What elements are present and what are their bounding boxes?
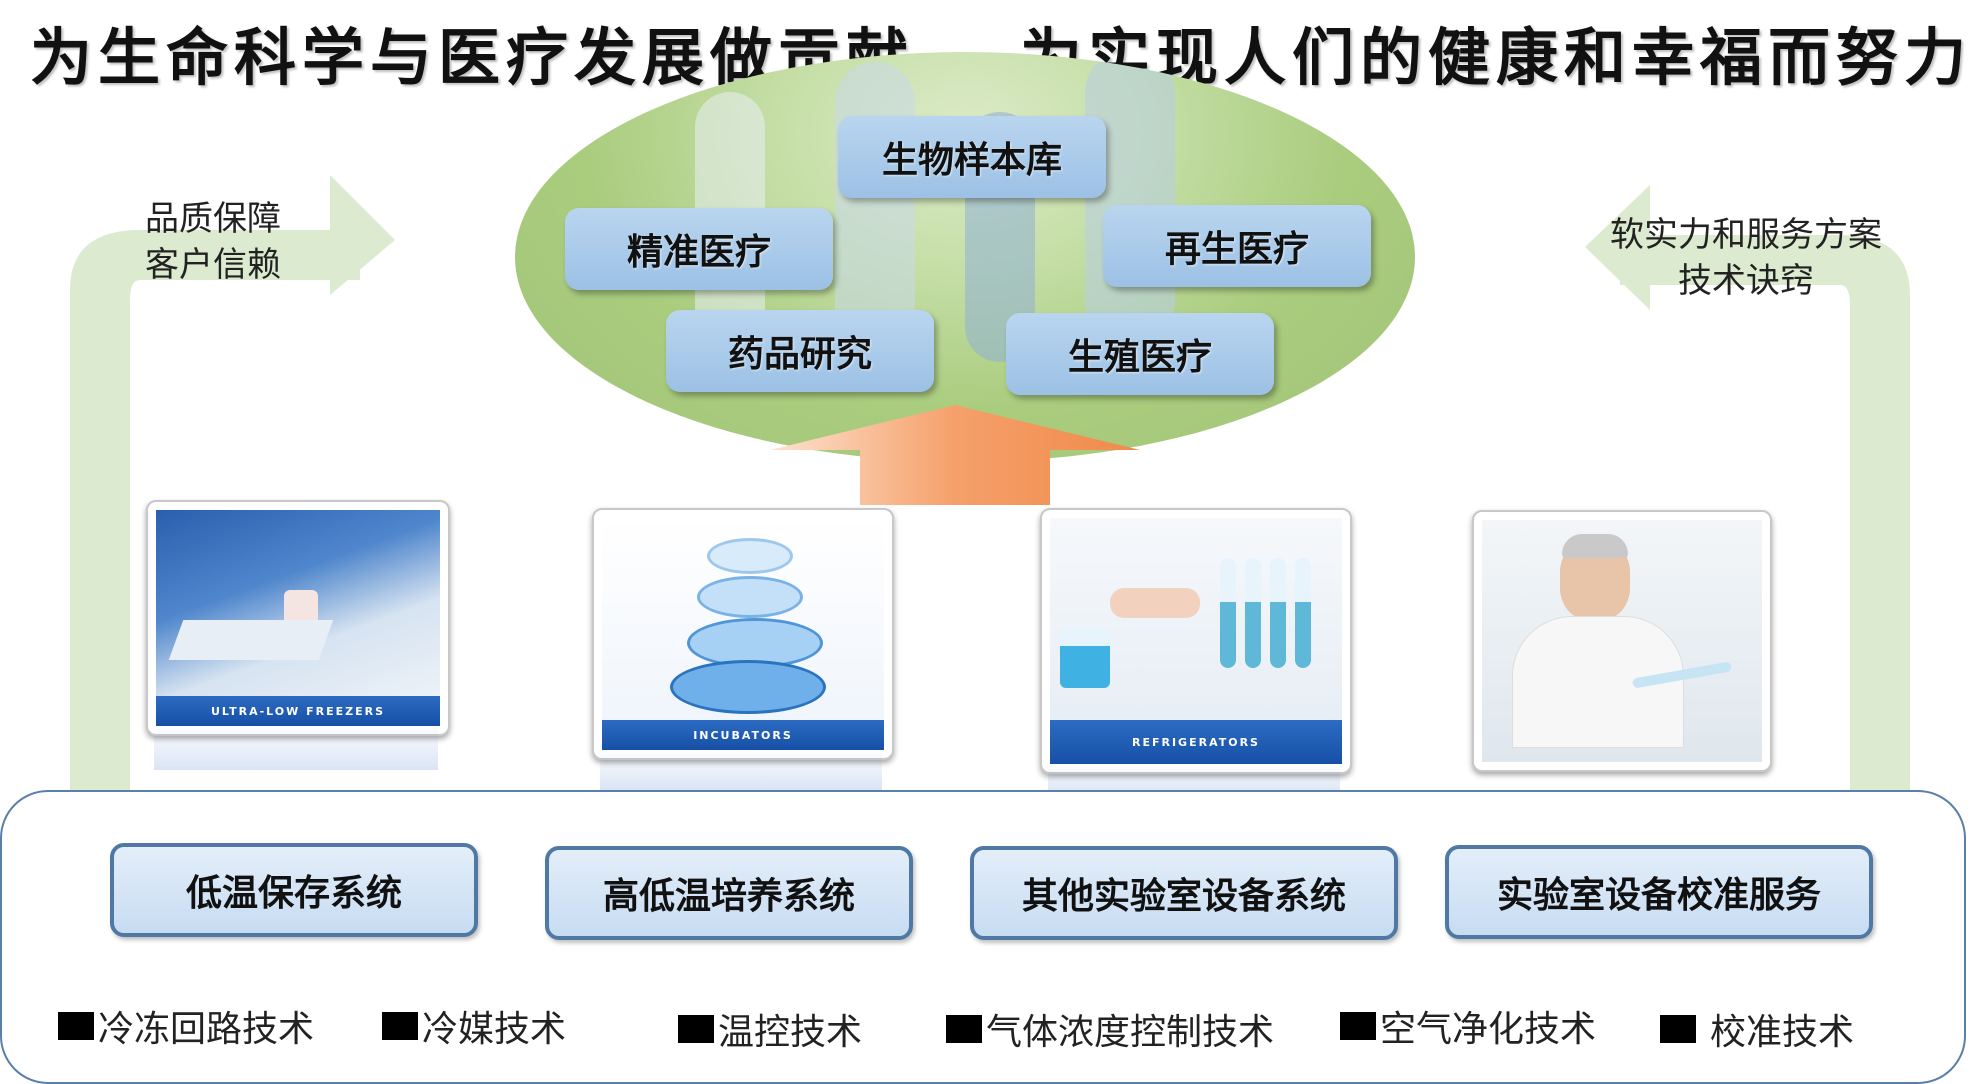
card-reflection (154, 725, 438, 770)
pill-drug-research: 药品研究 (666, 310, 934, 392)
card-ultra-low-freezers: ULTRA-LOW FREEZERS (146, 500, 450, 736)
tech-calibration: 校准技术 (1660, 1003, 1854, 1055)
bullet-square-icon (678, 1015, 714, 1043)
card-band-label: INCUBATORS (602, 720, 884, 750)
pill-reproductive-medicine: 生殖医疗 (1006, 313, 1274, 395)
system-other-lab-equipment: 其他实验室设备系统 (970, 846, 1398, 940)
card-band-label: ULTRA-LOW FREEZERS (156, 696, 440, 726)
bullet-square-icon (58, 1012, 94, 1040)
tech-gas-concentration: 气体浓度控制技术 (946, 1003, 1274, 1055)
tech-refrigerant: 冷媒技术 (382, 1000, 566, 1052)
up-arrow-icon (770, 405, 1140, 505)
bullet-square-icon (946, 1015, 982, 1043)
left-arrow-text: 品质保障 客户信赖 (145, 199, 281, 285)
card-incubators: INCUBATORS (592, 508, 894, 760)
card-scientist (1472, 510, 1772, 772)
petri-dish-photo: INCUBATORS (602, 518, 884, 750)
tech-temperature-control: 温控技术 (678, 1003, 862, 1055)
card-refrigerators: REFRIGERATORS (1040, 508, 1352, 774)
system-calibration-service: 实验室设备校准服务 (1445, 845, 1873, 939)
freezer-sample-photo: ULTRA-LOW FREEZERS (156, 510, 440, 726)
card-band-label: REFRIGERATORS (1050, 720, 1342, 764)
scientist-photo (1482, 520, 1762, 762)
tech-air-purification: 空气净化技术 (1340, 1000, 1596, 1052)
tech-refrigeration-circuit: 冷冻回路技术 (58, 1000, 314, 1052)
pill-regenerative-medicine: 再生医疗 (1103, 205, 1371, 287)
right-arrow-text: 软实力和服务方案 技术诀窍 (1610, 215, 1882, 301)
bullet-square-icon (1660, 1015, 1696, 1043)
pill-biobank: 生物样本库 (838, 116, 1106, 198)
bullet-square-icon (382, 1012, 418, 1040)
pill-precision-medicine: 精准医疗 (565, 208, 833, 290)
left-curved-arrow-icon (70, 175, 395, 790)
bullet-square-icon (1340, 1012, 1376, 1040)
right-curved-arrow-icon (1585, 185, 1910, 790)
system-incubation: 高低温培养系统 (545, 846, 913, 940)
card-reflection (600, 750, 882, 790)
system-cryo-storage: 低温保存系统 (110, 843, 478, 937)
test-tube-photo: REFRIGERATORS (1050, 518, 1342, 764)
